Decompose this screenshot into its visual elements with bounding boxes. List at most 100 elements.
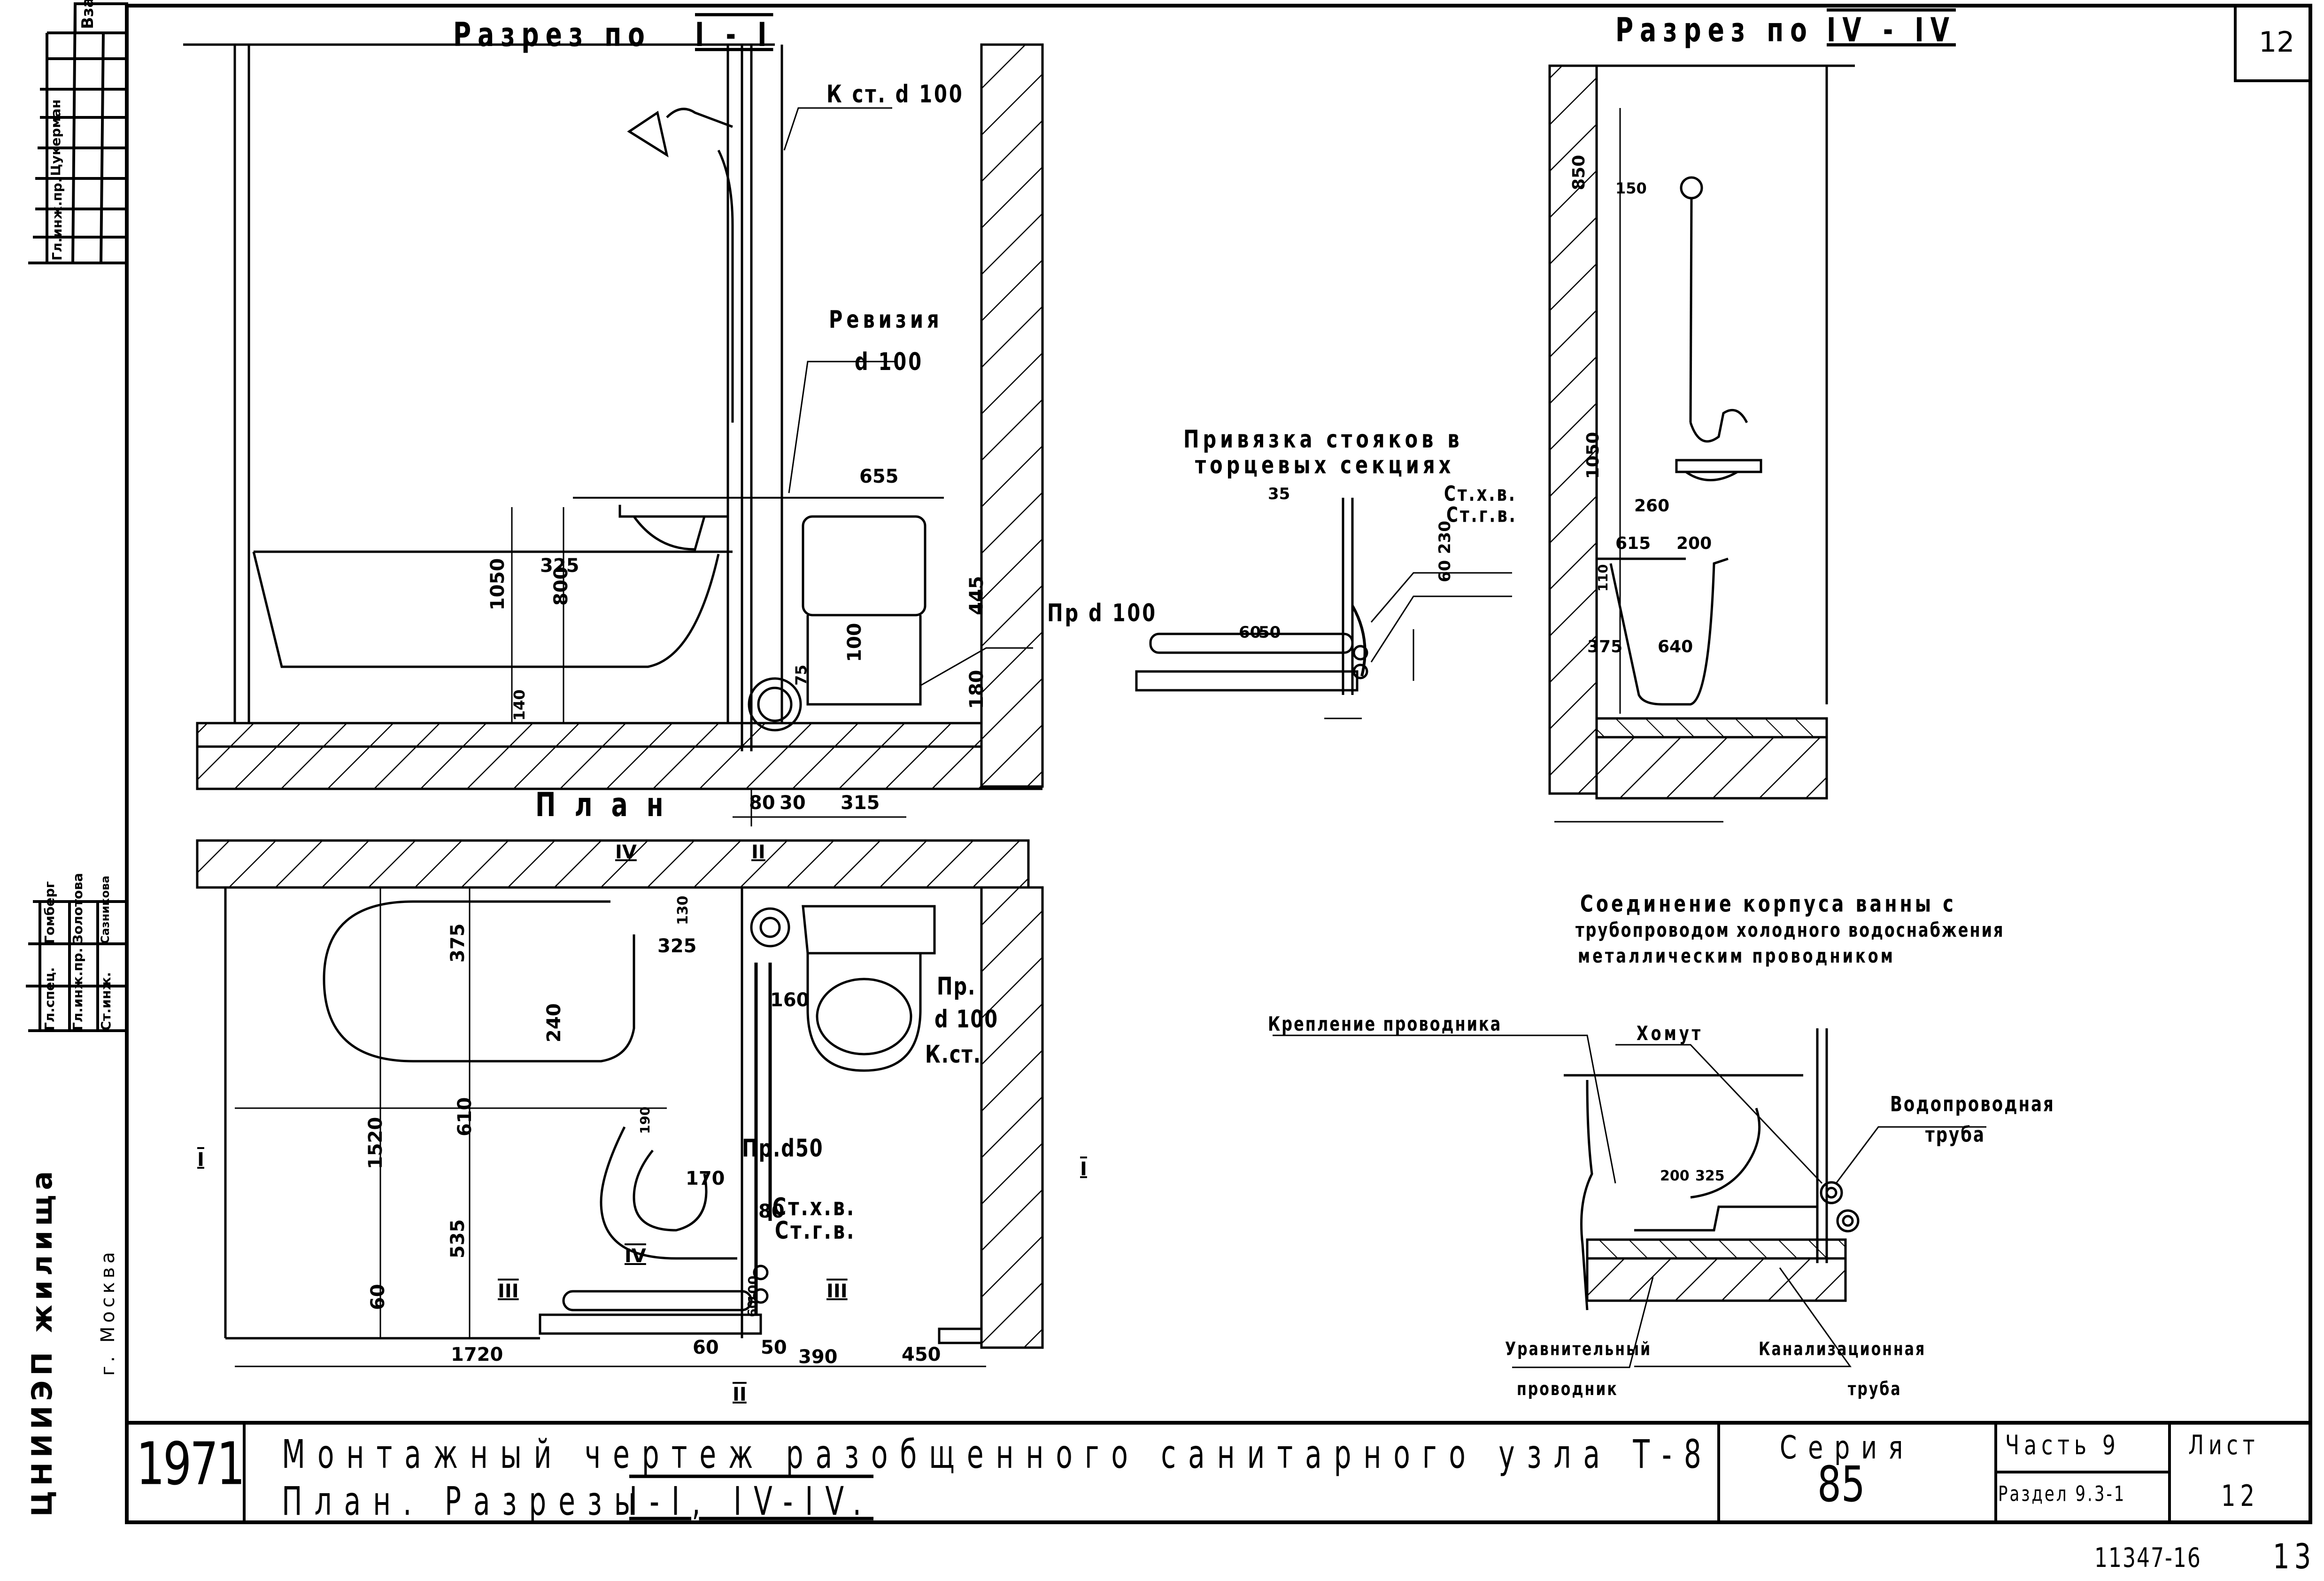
dim-1050: 1050 xyxy=(487,558,509,610)
section-mark-ii-bottom: II xyxy=(733,1384,747,1405)
iv-dim-1050: 1050 xyxy=(1583,432,1603,479)
sewer-label-1: Канализационная xyxy=(1759,1339,1926,1360)
plan-dim-170: 170 xyxy=(686,1168,725,1189)
plan-pr-d50-label: Пр.d50 xyxy=(742,1134,824,1163)
risers-title-line1: Привязка стояков в xyxy=(1183,425,1463,454)
equalizer-label-1: Уравнительный xyxy=(1505,1339,1652,1360)
plan-dim-1720: 1720 xyxy=(451,1344,503,1365)
section-mark-iv-bottom: IV xyxy=(625,1245,646,1267)
dim-445: 445 xyxy=(966,576,988,616)
stamp-role-4: Ст.инж. xyxy=(98,972,114,1031)
plan-dim-325: 325 xyxy=(657,935,697,957)
drawing-title-line1: Монтажный чертеж разобщенного санитарног… xyxy=(282,1431,1714,1478)
plan-pr-diameter: d 100 xyxy=(934,1005,999,1033)
plan-dim-130: 130 xyxy=(675,895,691,925)
plan-dim-80: 80 xyxy=(758,1201,785,1222)
plan-pr-label: Пр. xyxy=(937,972,976,1001)
plan-dim-190: 190 xyxy=(637,1106,653,1134)
stamp-role-2: Гл.спец. xyxy=(42,967,57,1031)
page-corner-number: 12 xyxy=(2259,26,2295,59)
iv-dim-850: 850 xyxy=(1569,154,1589,190)
revision-diameter: d 100 xyxy=(855,348,924,376)
archive-number: 11347-16 xyxy=(2094,1542,2201,1574)
bath-conn-dim-200: 200 xyxy=(1660,1168,1690,1184)
replace-label: Взамен xyxy=(78,0,97,29)
iv-dim-375: 375 xyxy=(1587,637,1623,656)
section-mark-iii-left: III xyxy=(498,1280,519,1302)
plan-dim-60-left: 60 xyxy=(367,1284,389,1310)
clamp-label: Хомут xyxy=(1637,1022,1704,1045)
section-mark-i-left: I xyxy=(197,1149,204,1171)
riser-label: К ст. d 100 xyxy=(826,80,964,108)
plan-dim-60: 60 xyxy=(693,1337,719,1358)
page-index: 13 xyxy=(2273,1537,2316,1577)
organization-name: ЦНИИЭП жилища xyxy=(26,1166,59,1517)
revision-label: Ревизия xyxy=(829,306,943,334)
plan-dim-1520: 1520 xyxy=(365,1117,386,1169)
dim-325: 325 xyxy=(540,555,579,577)
stamp-name-1: Цукерман xyxy=(48,99,63,176)
dim-140: 140 xyxy=(510,689,528,721)
iv-dim-260: 260 xyxy=(1634,496,1670,516)
stamp-role-1: Гл.инж.пр. xyxy=(49,177,65,261)
pr-d100-label: Пр d 100 xyxy=(1047,599,1158,627)
section-1-drawing xyxy=(183,43,1044,826)
bath-connection-drawing xyxy=(1273,1028,1986,1368)
sheet-frame xyxy=(125,4,2312,1524)
risers-st-hv: Ст.х.в. xyxy=(1444,482,1517,507)
stamp-name-4: Сазникова xyxy=(99,875,112,944)
bath-conn-title-line3: металлическим проводником xyxy=(1578,944,1895,968)
section-label: Раздел 9.3-1 xyxy=(1998,1482,2126,1507)
side-stamp-grid xyxy=(26,2,128,1032)
iv-dim-640: 640 xyxy=(1658,637,1693,656)
iv-dim-110: 110 xyxy=(1595,564,1611,592)
section-1-mark: I - I xyxy=(695,16,773,54)
bath-conn-title-line2: трубопроводом холодного водоснабжения xyxy=(1575,918,2005,942)
iv-dim-150: 150 xyxy=(1615,179,1647,197)
dim-30: 30 xyxy=(780,792,806,814)
plan-drawing xyxy=(196,839,1044,1367)
dim-100: 100 xyxy=(844,623,865,663)
plan-dim-160: 160 xyxy=(770,989,810,1011)
plan-dim-450: 450 xyxy=(902,1344,941,1365)
stamp-name-2: Гомберг xyxy=(42,881,57,944)
bath-conn-dim-325: 325 xyxy=(1695,1168,1725,1184)
section-mark-ii-top: II xyxy=(751,841,765,863)
year-cell: 1971 xyxy=(136,1429,245,1498)
drawing-title-marks: I-I, IV-IV. xyxy=(629,1478,874,1525)
dim-180: 180 xyxy=(966,670,988,710)
risers-dim-50: 50 xyxy=(1259,623,1281,642)
plan-dim-50: 50 xyxy=(761,1337,787,1358)
dim-80: 80 xyxy=(749,792,775,814)
section-1-title: Разрез по xyxy=(453,16,651,54)
section-4-title: Разрез по xyxy=(1615,11,1814,50)
plan-dim-60-small: 60 xyxy=(746,1300,760,1317)
iv-dim-615: 615 xyxy=(1615,534,1651,553)
risers-st-gv: Ст.г.в. xyxy=(1446,503,1517,528)
stamp-name-3: Золотова xyxy=(70,873,85,944)
plan-st-hv-label: Ст.х.в. xyxy=(772,1193,856,1221)
plan-dim-390: 390 xyxy=(798,1346,838,1368)
plan-k-st-label: К.ст. xyxy=(925,1041,981,1069)
equalizer-label-2: проводник xyxy=(1517,1379,1618,1400)
risers-dim-60: 60 xyxy=(1239,623,1261,642)
section-mark-i-right: I xyxy=(1080,1158,1087,1180)
series-label: Серия xyxy=(1780,1429,1915,1466)
sheet-value: 12 xyxy=(2221,1479,2260,1513)
part-label: Часть 9 xyxy=(2005,1429,2120,1461)
risers-detail-drawing xyxy=(1135,498,1512,719)
section-mark-iii-right: III xyxy=(826,1280,848,1302)
section-4-drawing xyxy=(1548,64,1855,823)
risers-dim-230: 230 xyxy=(1436,521,1454,554)
water-pipe-label-2: труба xyxy=(1925,1123,1985,1148)
plan-dim-375: 375 xyxy=(447,923,469,963)
plan-dim-535: 535 xyxy=(447,1219,469,1259)
risers-title-line2: торцевых секциях xyxy=(1195,451,1455,479)
plan-dim-610: 610 xyxy=(454,1097,476,1137)
sewer-label-2: труба xyxy=(1848,1379,1902,1400)
fastening-label: Крепление проводника xyxy=(1268,1012,1502,1036)
drawing-title-line2: План. Разрезы xyxy=(282,1478,648,1525)
risers-dim-35: 35 xyxy=(1268,485,1290,503)
